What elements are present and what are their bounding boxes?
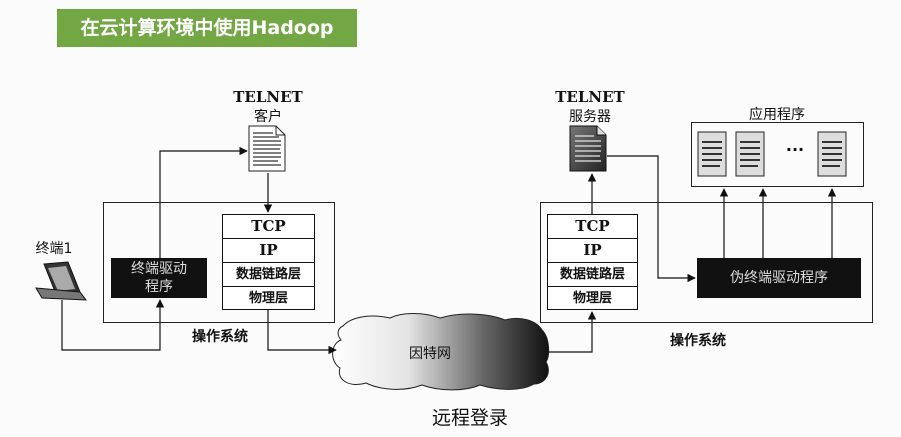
application-document-icon (735, 131, 765, 177)
applications-frame (691, 122, 864, 187)
client-label: 客户 (254, 109, 282, 125)
arrow-internet-to-stack (548, 311, 597, 353)
internet-label: 因特网 (409, 346, 451, 362)
ip-layer: IP (548, 239, 637, 263)
telnet-client-label: TELNET (233, 88, 303, 106)
terminal-laptop-icon (35, 261, 88, 301)
arrow-stack-to-internet (267, 310, 337, 355)
ip-layer: IP (223, 239, 314, 263)
terminal-driver-label-2: 程序 (145, 279, 173, 295)
physical-layer: 物理层 (572, 291, 612, 306)
terminal-label: 终端1 (35, 241, 73, 257)
server-label: 服务器 (569, 109, 611, 125)
tcp-layer: TCP (223, 215, 314, 239)
slide-title: 在云计算环境中使用Hadoop (57, 9, 357, 47)
telnet-client-document-icon (248, 125, 286, 172)
client-os-box (103, 202, 335, 323)
applications-label: 应用程序 (749, 107, 805, 123)
telnet-server-label: TELNET (555, 88, 625, 106)
physical-layer: 物理层 (248, 291, 288, 306)
server-os-box (540, 202, 873, 323)
terminal-driver-box: 终端驱动 程序 (111, 258, 207, 298)
arrow-server-to-pseudo-driver (607, 155, 696, 283)
datalink-layer: 数据链路层 (223, 263, 314, 287)
datalink-layer: 数据链路层 (548, 263, 637, 287)
diagram-caption: 远程登录 (431, 407, 508, 429)
arrow-driver-to-client (159, 146, 248, 258)
client-protocol-stack: TCP IP 数据链路层 物理层 (222, 214, 315, 310)
pseudo-terminal-driver-box: 伪终端驱动程序 (697, 258, 861, 298)
terminal-driver-label-1: 终端驱动 (131, 261, 187, 277)
telnet-server-document-icon (569, 125, 607, 172)
tcp-layer: TCP (548, 215, 637, 239)
internet-cloud-icon (332, 313, 550, 391)
application-document-icon (817, 131, 847, 177)
client-os-label: 操作系统 (192, 329, 248, 345)
arrow-terminal-to-driver (61, 299, 165, 351)
application-document-icon (697, 131, 727, 177)
applications-ellipsis: ··· (785, 140, 805, 159)
server-os-label: 操作系统 (670, 333, 726, 349)
server-protocol-stack: TCP IP 数据链路层 物理层 (547, 214, 638, 310)
